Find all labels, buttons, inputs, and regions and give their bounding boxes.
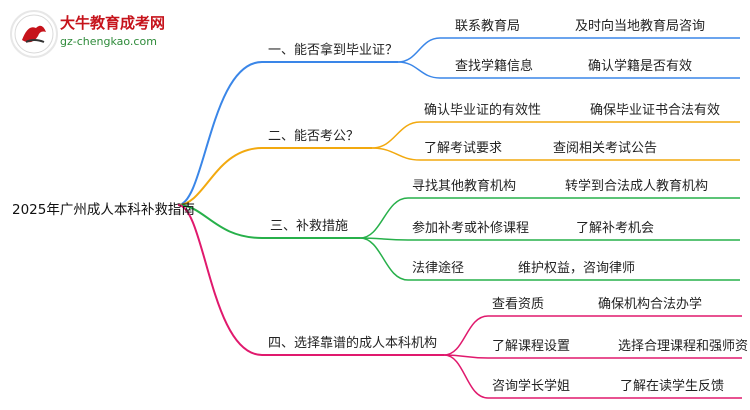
child-node-4-2[interactable]: 了解课程设置 (492, 339, 571, 354)
logo-url-text: gz-chengkao.com (60, 35, 157, 48)
branch-node-2[interactable]: 二、能否考公？ (268, 129, 360, 144)
logo-brand-text: 大牛教育成考网 (60, 14, 166, 32)
leaf-node-3-3[interactable]: 维护权益，咨询律师 (518, 261, 636, 276)
child-node-4-3[interactable]: 咨询学长学姐 (492, 379, 571, 394)
child-node-2-1[interactable]: 确认毕业证的有效性 (424, 103, 542, 118)
connector-b4-c3 (443, 354, 489, 399)
leaf-node-1-2[interactable]: 确认学籍是否有效 (588, 59, 693, 74)
connector-b2-c2 (371, 147, 421, 161)
connector-b1-c2 (397, 61, 441, 79)
site-logo[interactable]: 大牛教育成考网 gz-chengkao.com (8, 8, 178, 58)
leaf-node-1-1[interactable]: 及时向当地教育局咨询 (575, 19, 706, 34)
leaf-node-4-3[interactable]: 了解在读学生反馈 (620, 379, 725, 394)
branch-node-3[interactable]: 三、补救措施 (270, 219, 349, 234)
connector-b3-c3 (359, 237, 409, 281)
connector-b3-c1 (359, 197, 409, 239)
branch-node-1[interactable]: 一、能否拿到毕业证？ (268, 43, 399, 58)
child-node-3-2[interactable]: 参加补考或补修课程 (412, 221, 530, 236)
root-node[interactable]: 2025年广州成人本科补救指南 (12, 202, 195, 218)
child-node-1-2[interactable]: 查找学籍信息 (455, 59, 534, 74)
child-node-3-1[interactable]: 寻找其他教育机构 (412, 179, 517, 194)
leaf-node-4-1[interactable]: 确保机构合法办学 (598, 297, 703, 312)
connector-root-b2 (177, 147, 263, 206)
leaf-node-4-2[interactable]: 选择合理课程和强师资 (618, 339, 749, 354)
leaf-node-3-2[interactable]: 了解补考机会 (576, 221, 655, 236)
child-node-1-1[interactable]: 联系教育局 (455, 19, 521, 34)
logo-mark-icon (10, 10, 58, 58)
leaf-node-2-2[interactable]: 查阅相关考试公告 (553, 141, 658, 156)
connector-b4-c1 (443, 315, 489, 356)
leaf-node-3-1[interactable]: 转学到合法成人教育机构 (565, 179, 709, 194)
connector-b2-c1 (371, 121, 421, 149)
connector-root-b3 (177, 204, 263, 239)
connector-root-b1 (177, 61, 263, 206)
connector-root-b4 (177, 204, 263, 356)
child-node-4-1[interactable]: 查看资质 (492, 297, 545, 312)
branch-node-4[interactable]: 四、选择靠谱的成人本科机构 (268, 336, 438, 351)
child-node-2-2[interactable]: 了解考试要求 (424, 141, 503, 156)
connector-b1-c1 (397, 37, 441, 63)
leaf-node-2-1[interactable]: 确保毕业证书合法有效 (590, 103, 721, 118)
child-node-3-3[interactable]: 法律途径 (412, 261, 465, 276)
